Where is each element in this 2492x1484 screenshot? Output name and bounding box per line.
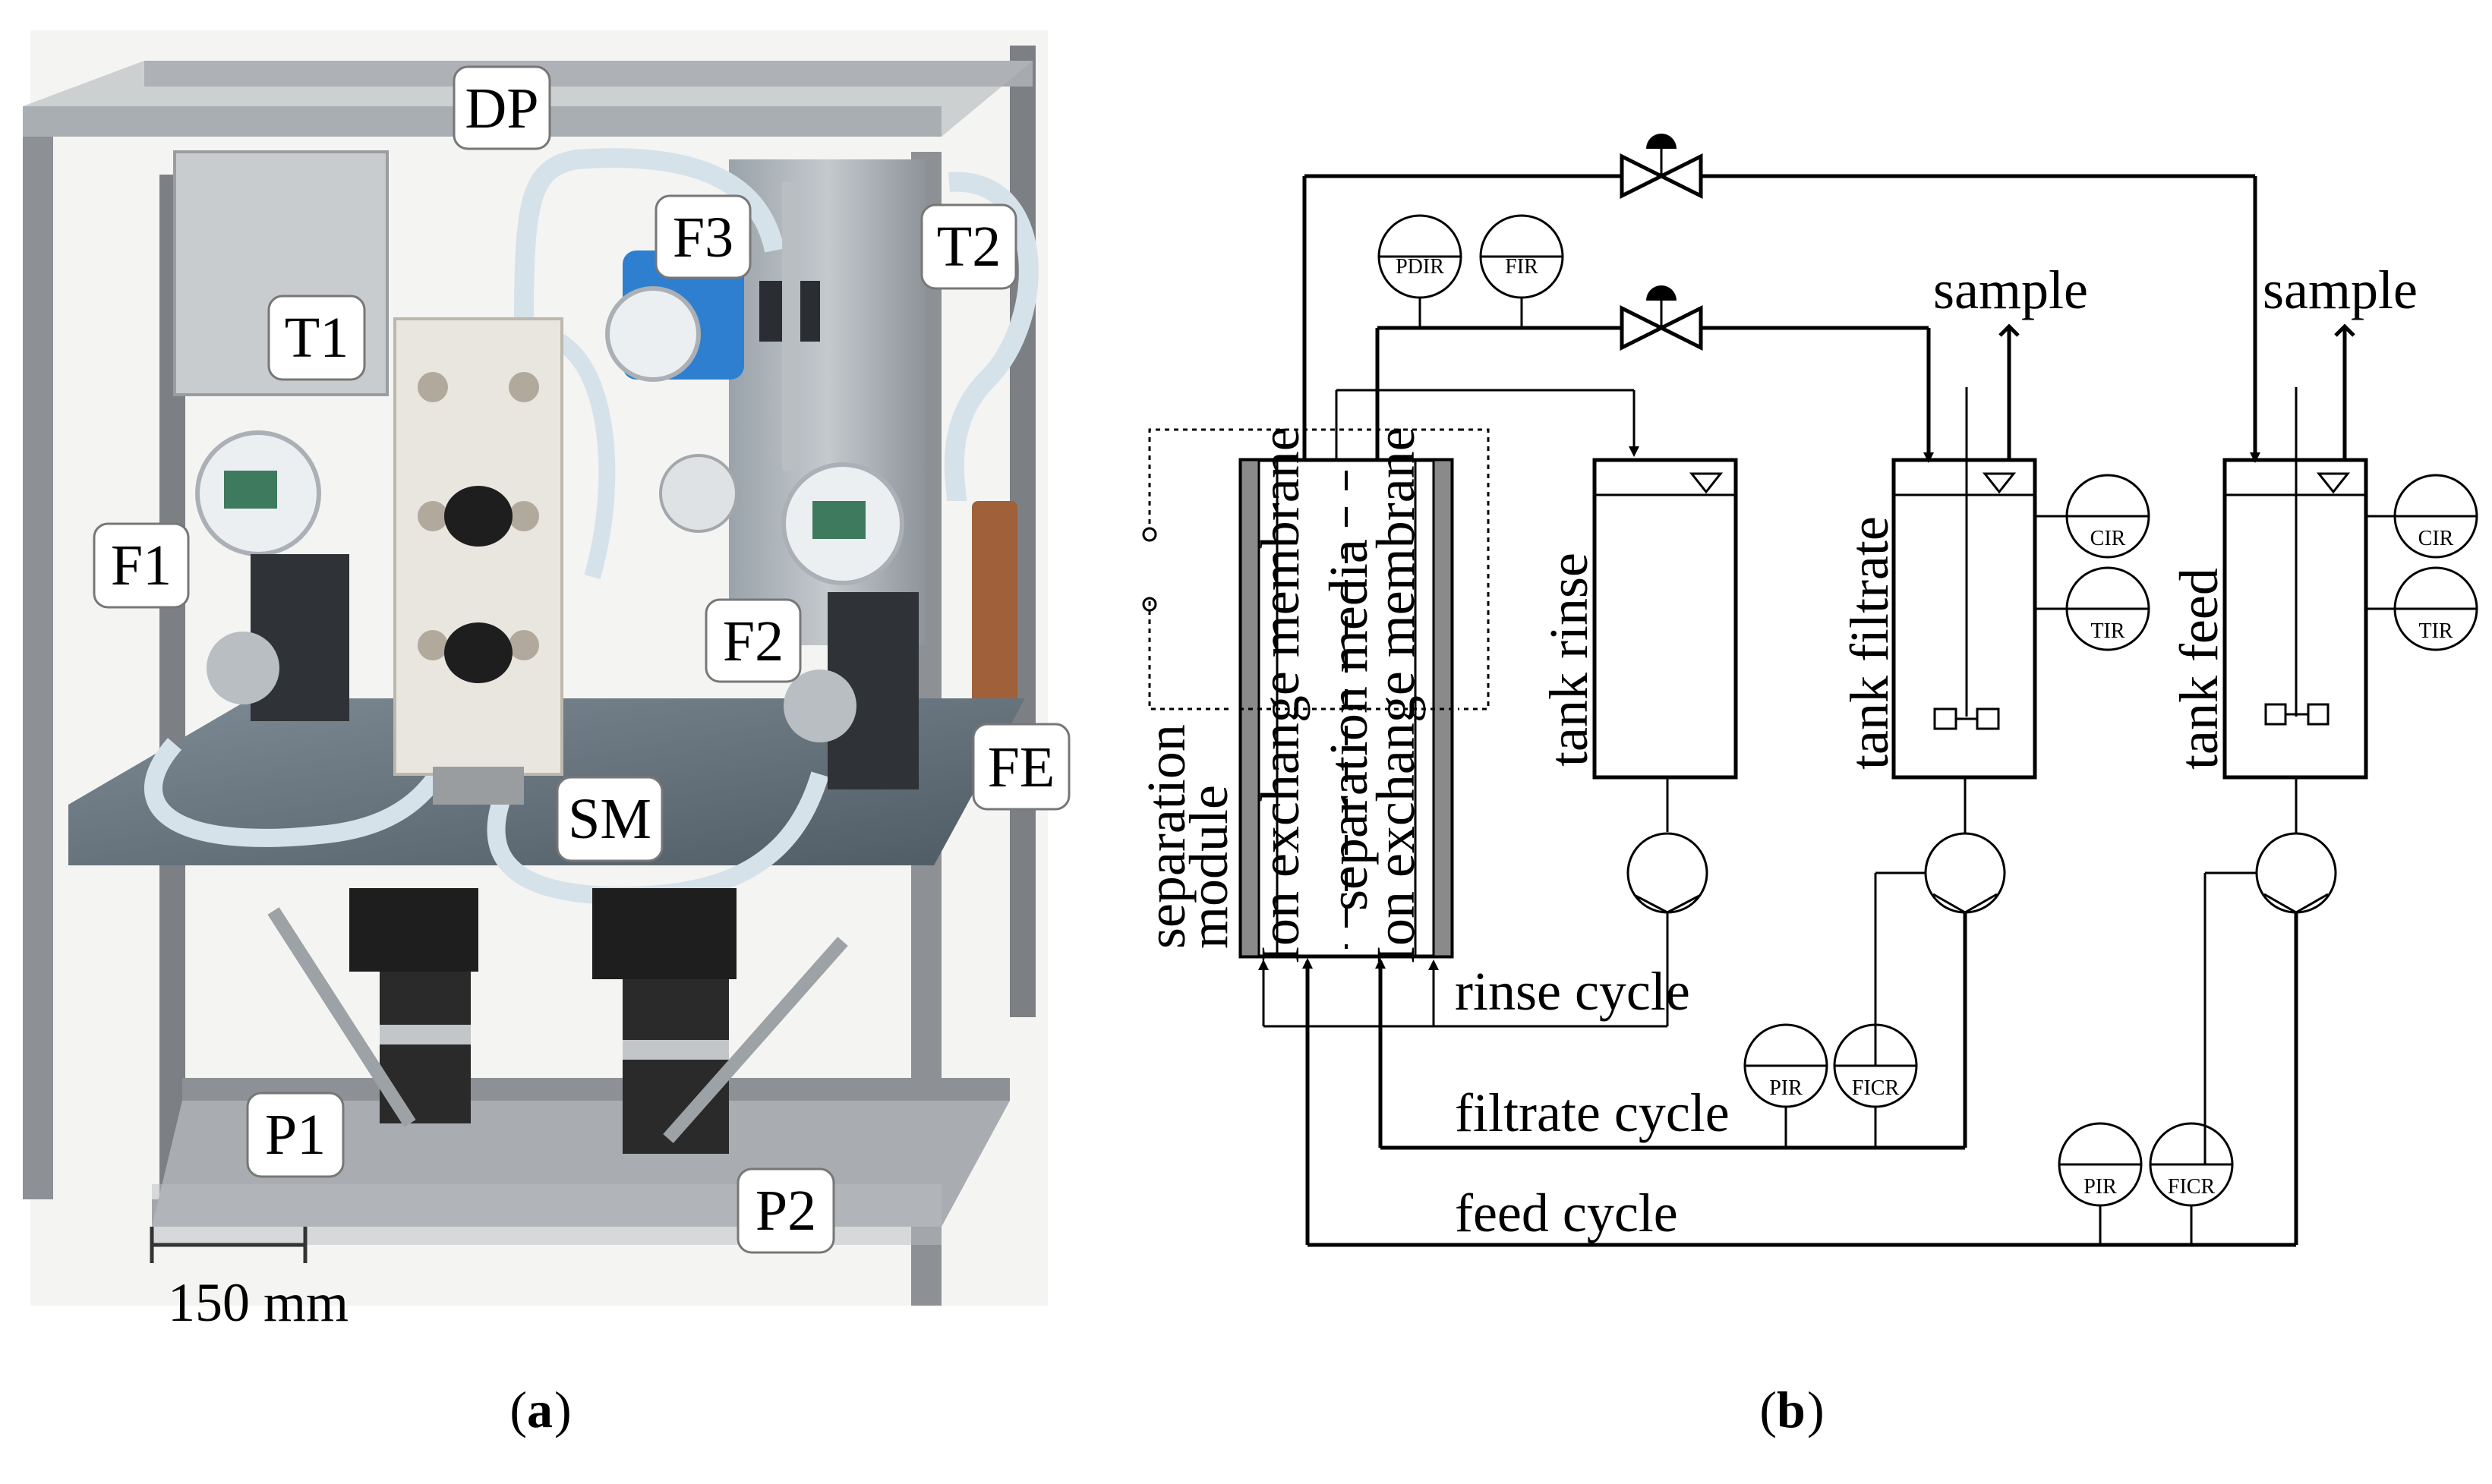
tank-rinse-label: tank rinse bbox=[1538, 553, 1599, 767]
callout-dp-text: DP bbox=[465, 77, 538, 140]
rinse-cycle-line: rinse cycle bbox=[1258, 959, 1690, 1028]
tank-rinse: tank rinse bbox=[1538, 458, 1738, 1026]
outlet-line bbox=[1375, 285, 1934, 463]
filtrate-cycle-line: filtrate cycle bbox=[1375, 871, 1967, 1150]
pressure-sensor-photo bbox=[659, 454, 738, 533]
instrument-pdir: PDIR bbox=[1377, 214, 1462, 328]
callout-dp: DP bbox=[453, 65, 551, 150]
callout-fe: FE bbox=[972, 723, 1071, 811]
flowmeter-f1-photo bbox=[195, 430, 349, 721]
callout-p2-text: P2 bbox=[755, 1179, 816, 1243]
instrument-pir-feed: PIR bbox=[2058, 1122, 2143, 1245]
panel-b-close: ) bbox=[1807, 1381, 1825, 1438]
instrument-ficr-feed-label: FICR bbox=[2168, 1175, 2216, 1199]
feed-cycle-line: feed cycle bbox=[1302, 871, 2298, 1247]
instrument-fir: FIR bbox=[1479, 214, 1564, 328]
instrument-pir-filtrate-label: PIR bbox=[1769, 1076, 1803, 1100]
filtrate-cycle-label: filtrate cycle bbox=[1455, 1082, 1730, 1143]
panel-label-b: ( b ) bbox=[1759, 1381, 1824, 1438]
flowmeter-f2-photo bbox=[781, 462, 919, 789]
membrane-left-label: Ion exchange membrane bbox=[1250, 427, 1311, 964]
module-label-1: separation bbox=[1136, 724, 1197, 949]
panel-b-letter: b bbox=[1777, 1381, 1806, 1438]
photo-panel: DP F3 T2 T1 F1 F2 FE SM bbox=[23, 30, 1071, 1333]
callout-f2: F2 bbox=[705, 598, 802, 683]
membrane-right-label: Ion exchange membrane bbox=[1365, 427, 1426, 964]
heat-exchanger bbox=[972, 501, 1017, 714]
panel-a-letter: a bbox=[527, 1381, 553, 1438]
bypass-line bbox=[1302, 134, 2260, 463]
panel-a-open: ( bbox=[509, 1381, 527, 1438]
callout-p2: P2 bbox=[737, 1167, 835, 1254]
flowmeter-f3-photo bbox=[605, 182, 820, 471]
callout-p1: P1 bbox=[246, 1092, 345, 1178]
panel-label-a: ( a ) bbox=[509, 1381, 571, 1438]
scale-bar-label: 150 mm bbox=[168, 1272, 349, 1333]
instrument-tir-feed-label: TIR bbox=[2418, 619, 2453, 643]
callout-fe-text: FE bbox=[988, 736, 1055, 799]
callout-sm-text: SM bbox=[568, 787, 651, 851]
schematic-panel: Ion exchange membrane separation media I… bbox=[1136, 134, 2478, 1247]
tank-filtrate-label: tank filtrate bbox=[1839, 516, 1900, 770]
instrument-ficr-filtrate-label: FICR bbox=[1852, 1076, 1900, 1100]
callout-f3: F3 bbox=[655, 194, 752, 279]
callout-t2-text: T2 bbox=[937, 215, 1001, 279]
tank-feed: sample tank feed CIR TIR bbox=[2169, 260, 2478, 914]
instrument-pir-feed-label: PIR bbox=[2084, 1175, 2117, 1199]
panel-a-close: ) bbox=[554, 1381, 572, 1438]
callout-p1-text: P1 bbox=[265, 1103, 326, 1167]
pump-p2-photo bbox=[592, 888, 848, 1154]
module-label-2: module bbox=[1178, 785, 1239, 949]
rinse-cycle-label: rinse cycle bbox=[1455, 961, 1690, 1022]
callout-f2-text: F2 bbox=[723, 610, 784, 673]
instrument-pdir-label: PDIR bbox=[1396, 255, 1444, 279]
callout-f1: F1 bbox=[93, 522, 190, 609]
instrument-cir-filtrate-label: CIR bbox=[2090, 527, 2126, 550]
sample-feed-label: sample bbox=[2263, 260, 2418, 320]
separation-module-photo bbox=[393, 317, 563, 805]
callout-t1-text: T1 bbox=[285, 306, 349, 370]
callout-f3-text: F3 bbox=[673, 206, 733, 269]
sample-filtrate-label: sample bbox=[1933, 260, 2088, 320]
base-plate bbox=[68, 698, 1025, 865]
instrument-ficr-feed: FICR bbox=[2149, 1122, 2234, 1245]
callout-t1: T1 bbox=[267, 295, 366, 381]
pump-p1-photo bbox=[267, 888, 478, 1127]
feed-cycle-label: feed cycle bbox=[1455, 1183, 1678, 1243]
instrument-fir-label: FIR bbox=[1505, 255, 1538, 279]
callout-f1-text: F1 bbox=[111, 534, 172, 597]
media-label: separation media bbox=[1318, 539, 1379, 911]
tank-feed-label: tank feed bbox=[2169, 568, 2229, 770]
callout-t2: T2 bbox=[920, 203, 1017, 290]
rinse-feed-line bbox=[1335, 389, 1639, 460]
callout-sm: SM bbox=[556, 776, 664, 862]
instrument-pir-filtrate: PIR bbox=[1743, 1023, 1828, 1148]
instrument-ficr-filtrate: FICR bbox=[1833, 1023, 1918, 1148]
panel-b-open: ( bbox=[1759, 1381, 1777, 1438]
instrument-tir-filtrate-label: TIR bbox=[2090, 619, 2125, 643]
tank-filtrate: sample tank filtrate CIR TIR bbox=[1839, 260, 2150, 914]
instrument-cir-feed-label: CIR bbox=[2418, 527, 2454, 550]
scale-bar: 150 mm bbox=[150, 1227, 349, 1333]
separation-module: Ion exchange membrane separation media I… bbox=[1136, 427, 1490, 964]
